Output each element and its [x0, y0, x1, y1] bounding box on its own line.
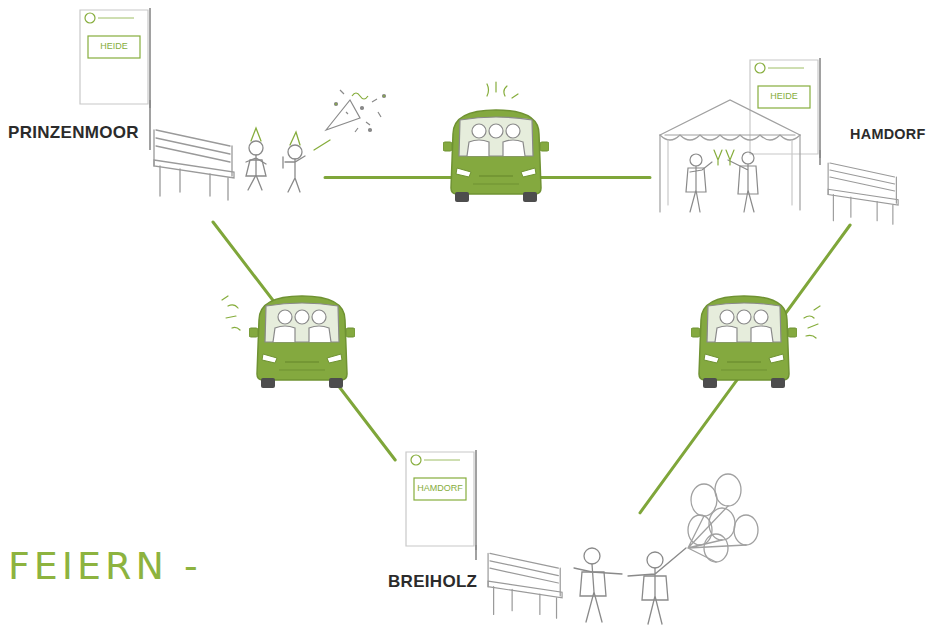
bus-stop-sign [80, 8, 150, 108]
party-tent [742, 152, 754, 164]
place-area: HAMDORF [650, 55, 933, 225]
party-tent [660, 135, 800, 212]
balloon-kids [688, 506, 746, 562]
road-connector [640, 225, 850, 513]
minibus [249, 110, 797, 388]
party-kids [251, 128, 261, 141]
party-kids [288, 145, 302, 159]
road-connector [213, 222, 395, 460]
party-tent [738, 166, 758, 194]
sign-text: HAMDORF [414, 483, 466, 493]
party-tent [660, 100, 800, 135]
confetti [383, 95, 386, 98]
party-kids [249, 141, 263, 155]
sign-text: HEIDE [88, 41, 140, 51]
bench [488, 553, 562, 618]
sign-text: HEIDE [758, 91, 810, 101]
confetti [326, 90, 386, 132]
balloon-kids [715, 474, 741, 506]
place-name: BREIHOLZ [388, 572, 477, 592]
bus-stop-sign [819, 150, 821, 165]
balloon-kids [580, 572, 606, 596]
party-tent [714, 150, 734, 165]
bus-stop-sign [475, 545, 477, 560]
balloon-kids [734, 515, 758, 545]
balloon-kids [628, 548, 686, 624]
minibus [443, 110, 549, 202]
confetti [369, 129, 372, 132]
sparkle [487, 82, 518, 98]
confetti [361, 107, 364, 110]
balloon-kids [642, 576, 668, 600]
bench [154, 130, 234, 200]
place-name: PRINZENMOOR [8, 123, 139, 143]
bench [154, 130, 898, 618]
place-area: PRINZENMOOR [5, 10, 325, 222]
party-tent [660, 135, 800, 140]
bus-stop-sign [750, 58, 820, 158]
sparkle [222, 82, 820, 338]
balloon-kids [647, 552, 663, 568]
party-kids [314, 140, 330, 150]
party-tent [686, 168, 706, 192]
bus-stop-sign [406, 450, 476, 550]
confetti [340, 90, 381, 132]
party-kids [246, 155, 266, 190]
party-kids [290, 132, 300, 145]
sparkle [804, 306, 820, 338]
minibus [249, 296, 355, 388]
place-name: HAMDORF [850, 126, 926, 142]
balloon-kids [584, 548, 600, 564]
bench [828, 163, 898, 224]
bus-stop-sign [149, 100, 151, 150]
party-tent [668, 140, 792, 205]
party-tent [660, 100, 800, 212]
title: FEIERN - [8, 544, 202, 588]
party-kids [246, 160, 266, 176]
balloon-kids [691, 484, 717, 516]
party-tent [690, 154, 702, 166]
sparkle [222, 296, 240, 330]
confetti [326, 100, 360, 130]
party-tent [728, 160, 754, 212]
balloon-kids [688, 474, 758, 562]
confetti [335, 103, 338, 106]
party-tent [690, 162, 712, 212]
party-kids [283, 156, 305, 192]
balloon-kids [574, 474, 758, 624]
minibus [691, 296, 797, 388]
confetti [352, 93, 368, 99]
party-kids [246, 128, 330, 192]
bus-stop-sign [80, 8, 820, 560]
balloon-kids [574, 564, 622, 622]
